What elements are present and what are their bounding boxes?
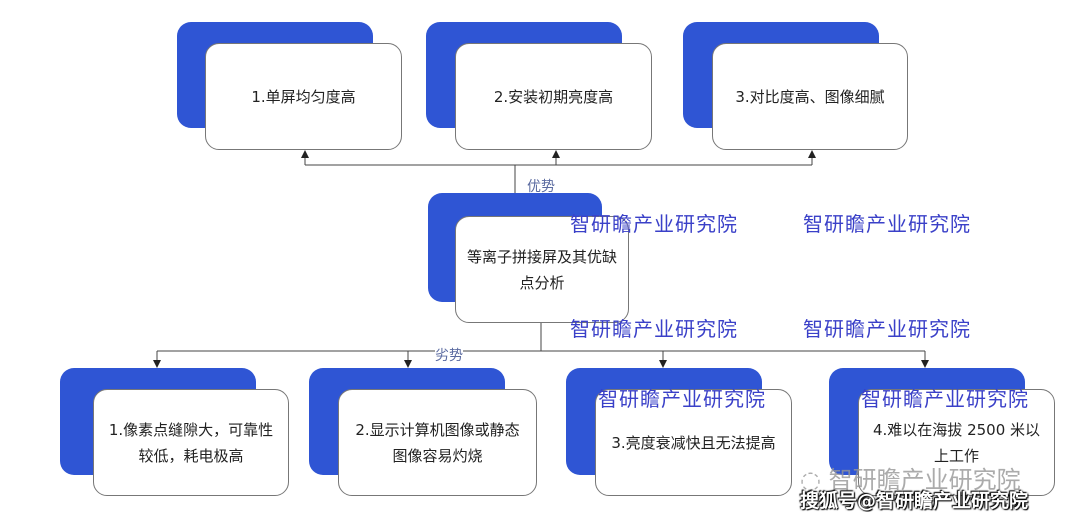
watermark: 智研瞻产业研究院	[803, 317, 971, 341]
watermark: 智研瞻产业研究院	[570, 212, 738, 236]
sohu-watermark: 搜狐号@智研瞻产业研究院	[800, 490, 1029, 512]
watermark: 智研瞻产业研究院	[803, 212, 971, 236]
center-box: 等离子拼接屏及其优缺点分析	[455, 216, 629, 323]
advantage-box-3: 3.对比度高、图像细腻	[712, 43, 908, 150]
watermark: 智研瞻产业研究院	[570, 317, 738, 341]
advantage-box-2: 2.安装初期亮度高	[455, 43, 652, 150]
wechat-logo-watermark: ◌ 智研瞻产业研究院	[800, 466, 1021, 494]
advantages-label: 优势	[527, 176, 555, 196]
watermark: 智研瞻产业研究院	[861, 387, 1029, 411]
disadvantage-box-2: 2.显示计算机图像或静态图像容易灼烧	[338, 389, 537, 496]
disadvantage-box-4: 4.难以在海拔 2500 米以上工作	[858, 389, 1055, 496]
disadvantages-label: 劣势	[435, 345, 463, 365]
disadvantage-box-1: 1.像素点缝隙大，可靠性较低，耗电极高	[93, 389, 289, 496]
advantage-box-1: 1.单屏均匀度高	[205, 43, 402, 150]
disadvantage-box-3: 3.亮度衰减快且无法提高	[595, 389, 792, 496]
watermark: 智研瞻产业研究院	[598, 387, 766, 411]
